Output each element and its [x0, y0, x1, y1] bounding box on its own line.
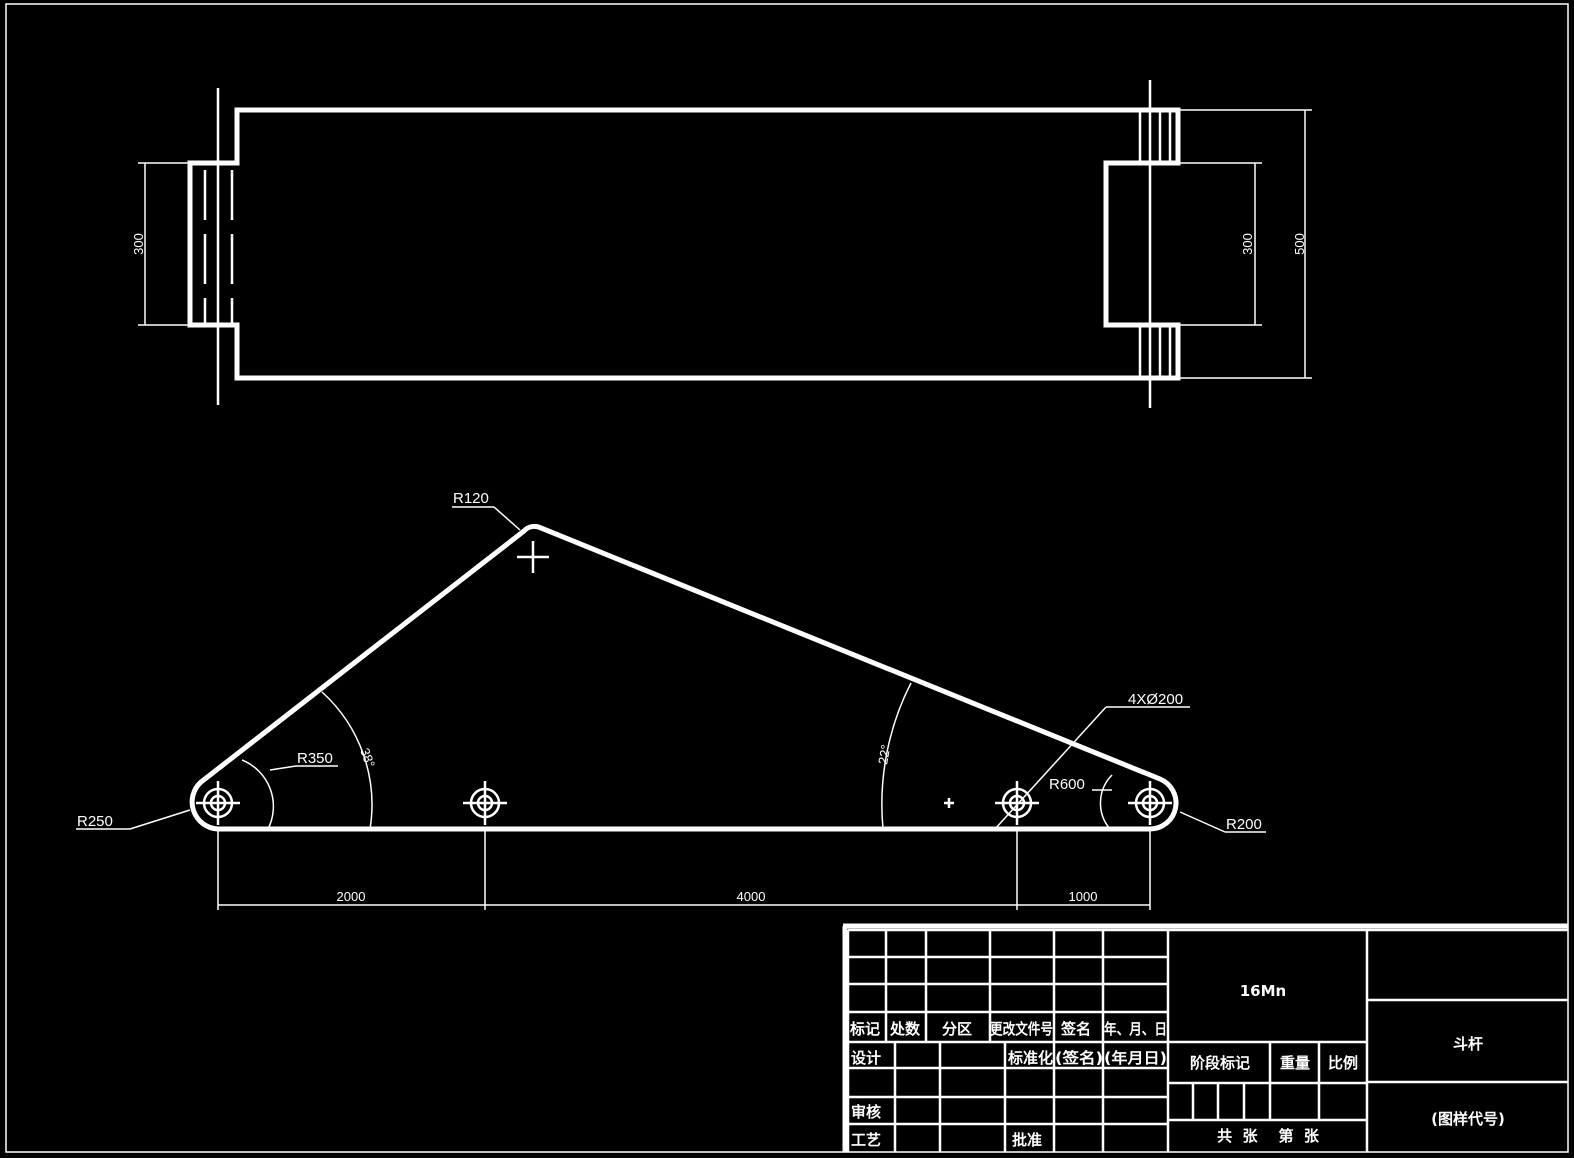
side-view: R120 R250 R350 38° 22° 4XØ200 R600 R200 … — [76, 490, 1266, 910]
annotation-lines — [76, 506, 1266, 910]
header-zone: 分区 — [942, 1020, 972, 1038]
dim-1000: 1000 — [1069, 889, 1098, 904]
label-scale: 比例 — [1328, 1054, 1358, 1072]
hatch-right — [1138, 112, 1172, 376]
top-view: 300 300 500 — [131, 80, 1312, 408]
label-r120: R120 — [453, 490, 489, 507]
label-standardization: 标准化 — [1007, 1049, 1053, 1067]
label-sheets: 共 张 第 张 — [1217, 1127, 1320, 1145]
header-signature: 签名 — [1060, 1020, 1091, 1038]
header-change-doc: 更改文件号 — [990, 1020, 1053, 1038]
drawing-number: (图样代号) — [1431, 1110, 1505, 1128]
label-r250: R250 — [77, 813, 113, 830]
label-angle-22: 22° — [875, 744, 893, 766]
header-mark: 标记 — [849, 1020, 880, 1038]
label-process: 工艺 — [851, 1131, 881, 1149]
dimension-lines — [138, 109, 1312, 379]
label-review: 审核 — [851, 1103, 881, 1121]
title-block: 标记 处数 分区 更改文件号 签名 年、月、日 设计 标准化 (签名) (年月日… — [842, 923, 1568, 1152]
label-sign: (签名) — [1055, 1049, 1103, 1067]
label-ymd: (年月日) — [1104, 1049, 1167, 1067]
top-view-outline — [187, 107, 1181, 381]
holes — [196, 541, 1172, 825]
dim-2000: 2000 — [337, 889, 366, 904]
label-r350: R350 — [297, 750, 333, 767]
label-r600: R600 — [1049, 776, 1085, 793]
drawing-border — [5, 3, 1569, 1153]
part-name: 斗杆 — [1453, 1035, 1483, 1053]
material: 16Mn — [1240, 982, 1286, 1000]
header-count: 处数 — [889, 1020, 921, 1038]
header-date: 年、月、日 — [1104, 1020, 1167, 1038]
label-stage-mark: 阶段标记 — [1190, 1054, 1250, 1072]
label-approve: 批准 — [1012, 1131, 1042, 1149]
dim-overall-500: 500 — [1292, 233, 1307, 255]
dim-left-300: 300 — [131, 233, 146, 255]
label-r200: R200 — [1226, 816, 1262, 833]
arm-outline — [189, 523, 1179, 832]
label-design: 设计 — [851, 1049, 881, 1067]
dim-right-300: 300 — [1240, 233, 1255, 255]
dim-4000: 4000 — [737, 889, 766, 904]
label-holes: 4XØ200 — [1128, 691, 1183, 708]
label-angle-38: 38° — [357, 746, 378, 770]
label-weight: 重量 — [1280, 1054, 1310, 1072]
